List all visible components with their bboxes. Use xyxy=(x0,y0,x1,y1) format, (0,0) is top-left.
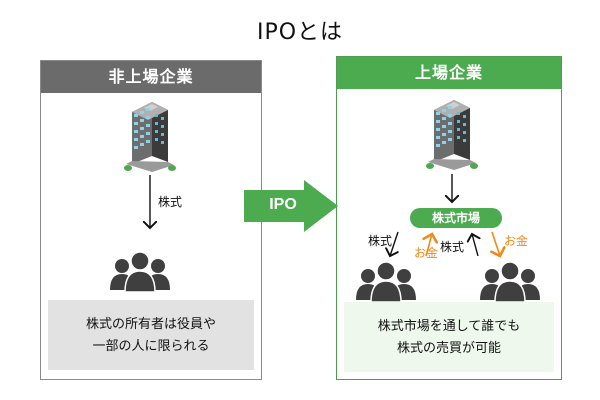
listed-note-line1: 株式市場を通して誰でも xyxy=(377,319,521,334)
right-pair-stock-label: 株式 xyxy=(440,240,465,254)
non-listed-note-line2: 一部の人に限られる xyxy=(92,339,210,354)
ipo-arrow-label: IPO xyxy=(269,196,297,213)
non-listed-note-line1: 株式の所有者は役員や xyxy=(85,317,216,332)
non-listed-note: 株式の所有者は役員や 一部の人に限られる xyxy=(48,300,254,370)
right-pair-money-label: お金 xyxy=(504,234,529,248)
people-group-icon xyxy=(109,251,171,293)
left-pair-money-label: お金 xyxy=(414,246,439,260)
stock-to-investor-arrow xyxy=(390,231,398,256)
ipo-arrow-shape xyxy=(244,180,338,232)
page-title: IPOとは xyxy=(256,20,344,45)
stock-to-market-arrow xyxy=(472,234,478,257)
people-group-icon xyxy=(479,261,541,303)
people-group-icon xyxy=(355,261,417,303)
listed-note-line2: 株式の売買が可能 xyxy=(396,341,501,356)
left-stock-label: 株式 xyxy=(158,195,183,209)
non-listed-header: 非上場企業 xyxy=(41,61,261,93)
office-building-icon xyxy=(124,102,176,172)
money-to-market-arrow xyxy=(426,234,432,257)
left-pair-stock-label: 株式 xyxy=(368,234,393,248)
listed-note: 株式市場を通して誰でも 株式の売買が可能 xyxy=(344,302,554,372)
listed-header: 上場企業 xyxy=(337,57,561,89)
office-building-icon xyxy=(426,100,478,170)
stock-market-pill: 株式市場 xyxy=(410,208,502,228)
money-to-seller-arrow xyxy=(492,231,500,256)
